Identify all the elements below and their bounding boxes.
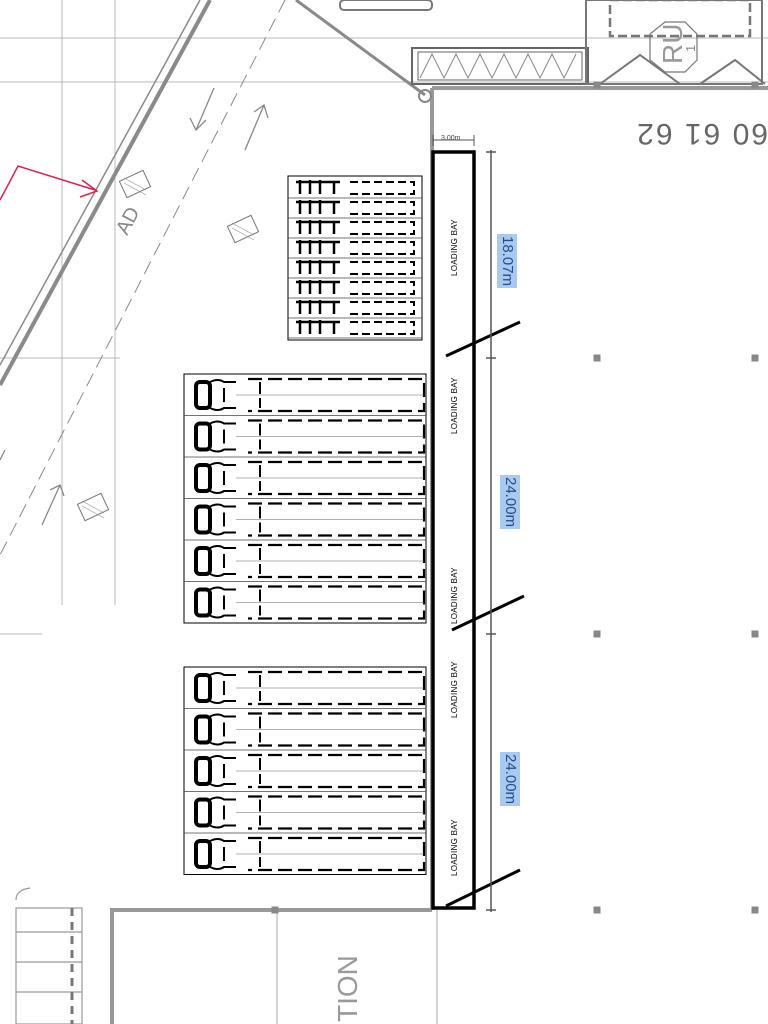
road (0, 0, 426, 556)
truck-parking-group-upper (183, 373, 427, 624)
van-symbol (288, 260, 422, 279)
loading-bay-label: LOADING BAY (450, 377, 459, 434)
truck-symbol (184, 456, 426, 496)
van-symbol (288, 240, 422, 259)
truck-symbol (184, 832, 426, 872)
truck-symbol (194, 670, 426, 706)
loading-bay-strip (431, 150, 476, 910)
van-symbol (288, 320, 422, 339)
bay-number-labels: 60 61 62 (635, 117, 768, 150)
dimension-label-segment-1: 18.07m (497, 234, 517, 289)
truck-parking-group-lower (183, 666, 427, 875)
building-outline (339, 0, 766, 85)
truck-symbol (184, 791, 426, 830)
truck-symbol (184, 749, 426, 789)
dimension-label-segment-2: 24.00m (500, 475, 520, 530)
truck-symbol (184, 708, 426, 747)
loading-bay-label: LOADING BAY (450, 661, 459, 718)
truck-symbol (184, 415, 426, 454)
van-symbol (288, 220, 422, 239)
truck-symbol (184, 498, 426, 537)
bay-width-label: 3.00m (441, 135, 461, 142)
van-symbol (288, 300, 422, 319)
leader-arrow-icon (0, 165, 99, 201)
dimension-label-segment-3: 24.00m (500, 752, 520, 807)
room-label: RU (657, 23, 688, 64)
bay-dividers (445, 320, 525, 908)
dimension-line (432, 135, 496, 912)
stair-block-lower (15, 887, 83, 1024)
grid-lines (0, 0, 768, 635)
truck-symbol (184, 581, 426, 620)
van-symbol (288, 280, 422, 299)
stair-block (411, 47, 589, 85)
truck-symbol (184, 539, 426, 579)
van-symbol (288, 180, 422, 199)
traffic-arrow-icon (0, 87, 269, 526)
loading-bay-label: LOADING BAY (450, 819, 459, 876)
room-number: 1 (683, 44, 698, 52)
van-parking-group-small (287, 175, 423, 341)
van-symbol (288, 200, 422, 219)
drain-icon (76, 169, 260, 522)
truck-symbol (194, 377, 426, 413)
column-markers (271, 81, 759, 914)
loading-bay-label: LOADING BAY (450, 567, 459, 624)
room-label-bottom: TION (332, 955, 363, 1022)
loading-bay-label: LOADING BAY (450, 219, 459, 276)
